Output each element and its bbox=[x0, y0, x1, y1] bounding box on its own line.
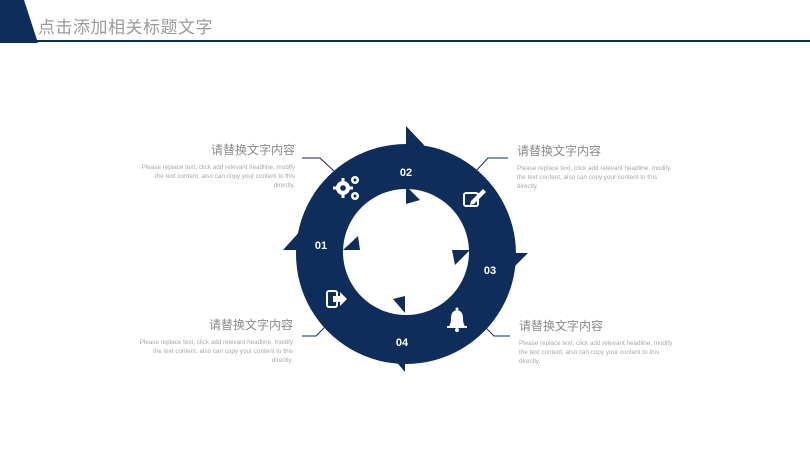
arrow-right bbox=[490, 253, 528, 272]
arrow-right-inner bbox=[452, 250, 470, 265]
connector-bottom-left bbox=[302, 321, 331, 337]
connector-top-left bbox=[302, 157, 336, 173]
arrow-top bbox=[406, 126, 424, 164]
arrow-left-inner bbox=[343, 236, 360, 250]
step-02-number: 02 bbox=[400, 167, 412, 179]
arrow-bottom bbox=[388, 335, 405, 372]
block-description: Please replace text, click add relevant … bbox=[139, 339, 293, 364]
connector-top-right bbox=[474, 157, 508, 173]
header-divider bbox=[30, 40, 810, 42]
block-title: 请替换文字内容 bbox=[210, 143, 295, 157]
text-block-bottom-right: 请替换文字内容 Please replace text, click add r… bbox=[519, 317, 679, 366]
arrow-top-inner bbox=[406, 186, 420, 204]
exit-icon bbox=[326, 290, 347, 308]
arrow-left bbox=[283, 229, 321, 250]
text-block-top-right: 请替换文字内容 Please replace text, click add r… bbox=[517, 142, 677, 191]
connector-bottom-right bbox=[479, 321, 510, 337]
block-description: Please replace text, click add relevant … bbox=[519, 340, 673, 365]
block-title: 请替换文字内容 bbox=[519, 319, 604, 333]
bell-icon bbox=[447, 307, 467, 332]
block-title: 请替换文字内容 bbox=[517, 144, 602, 158]
block-title: 请替换文字内容 bbox=[208, 318, 293, 332]
header-accent-shape bbox=[0, 0, 38, 43]
step-04-number: 04 bbox=[396, 337, 409, 349]
cycle-ring bbox=[295, 144, 516, 364]
block-description: Please replace text, click add relevant … bbox=[517, 165, 671, 190]
gears-icon bbox=[333, 176, 359, 200]
page-title: 点击添加相关标题文字 bbox=[38, 18, 213, 38]
block-description: Please replace text, click add relevant … bbox=[141, 164, 295, 189]
text-block-top-left: 请替换文字内容 Please replace text, click add r… bbox=[135, 141, 295, 190]
step-03-number: 03 bbox=[484, 265, 496, 277]
text-block-bottom-left: 请替换文字内容 Please replace text, click add r… bbox=[133, 316, 293, 365]
arrow-bottom-inner bbox=[393, 296, 405, 313]
step-01-number: 01 bbox=[315, 240, 327, 252]
edit-icon bbox=[463, 189, 486, 207]
